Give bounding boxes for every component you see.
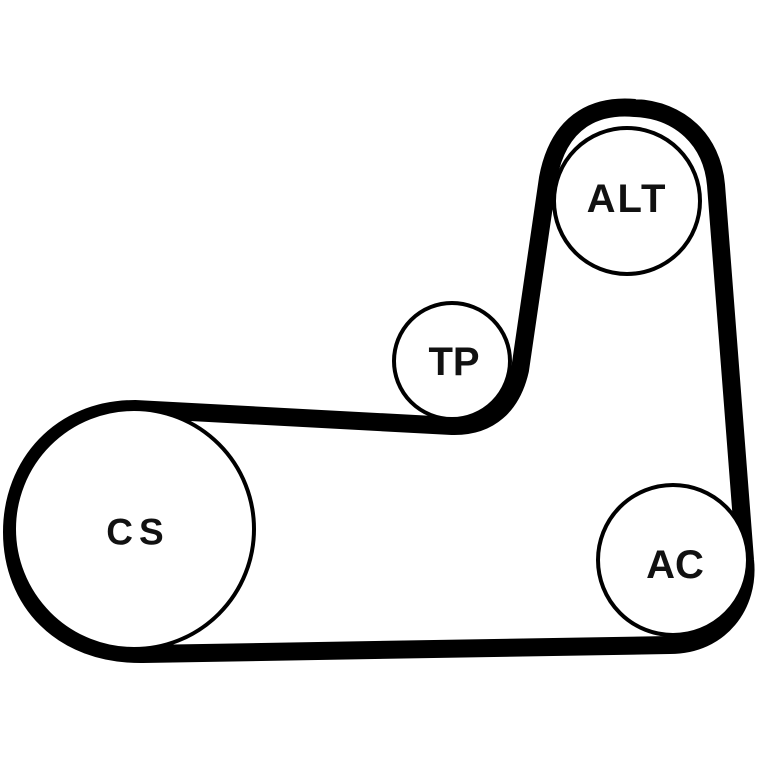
pulley-cs-circle [12, 407, 256, 651]
pulley-ac-circle [596, 483, 750, 637]
pulley-alt-circle [552, 126, 702, 276]
pulley-cs: CS [12, 407, 256, 651]
pulley-ac: AC [596, 483, 750, 637]
pulley-tp-circle [392, 301, 512, 421]
pulley-alt-label: ALT [587, 177, 668, 221]
pulley-ac-label: AC [646, 543, 704, 587]
pulley-tp-label: TP [428, 340, 479, 384]
pulley-tp: TP [392, 301, 512, 421]
pulley-alt: ALT [552, 126, 702, 276]
pulley-cs-label: CS [106, 512, 169, 553]
